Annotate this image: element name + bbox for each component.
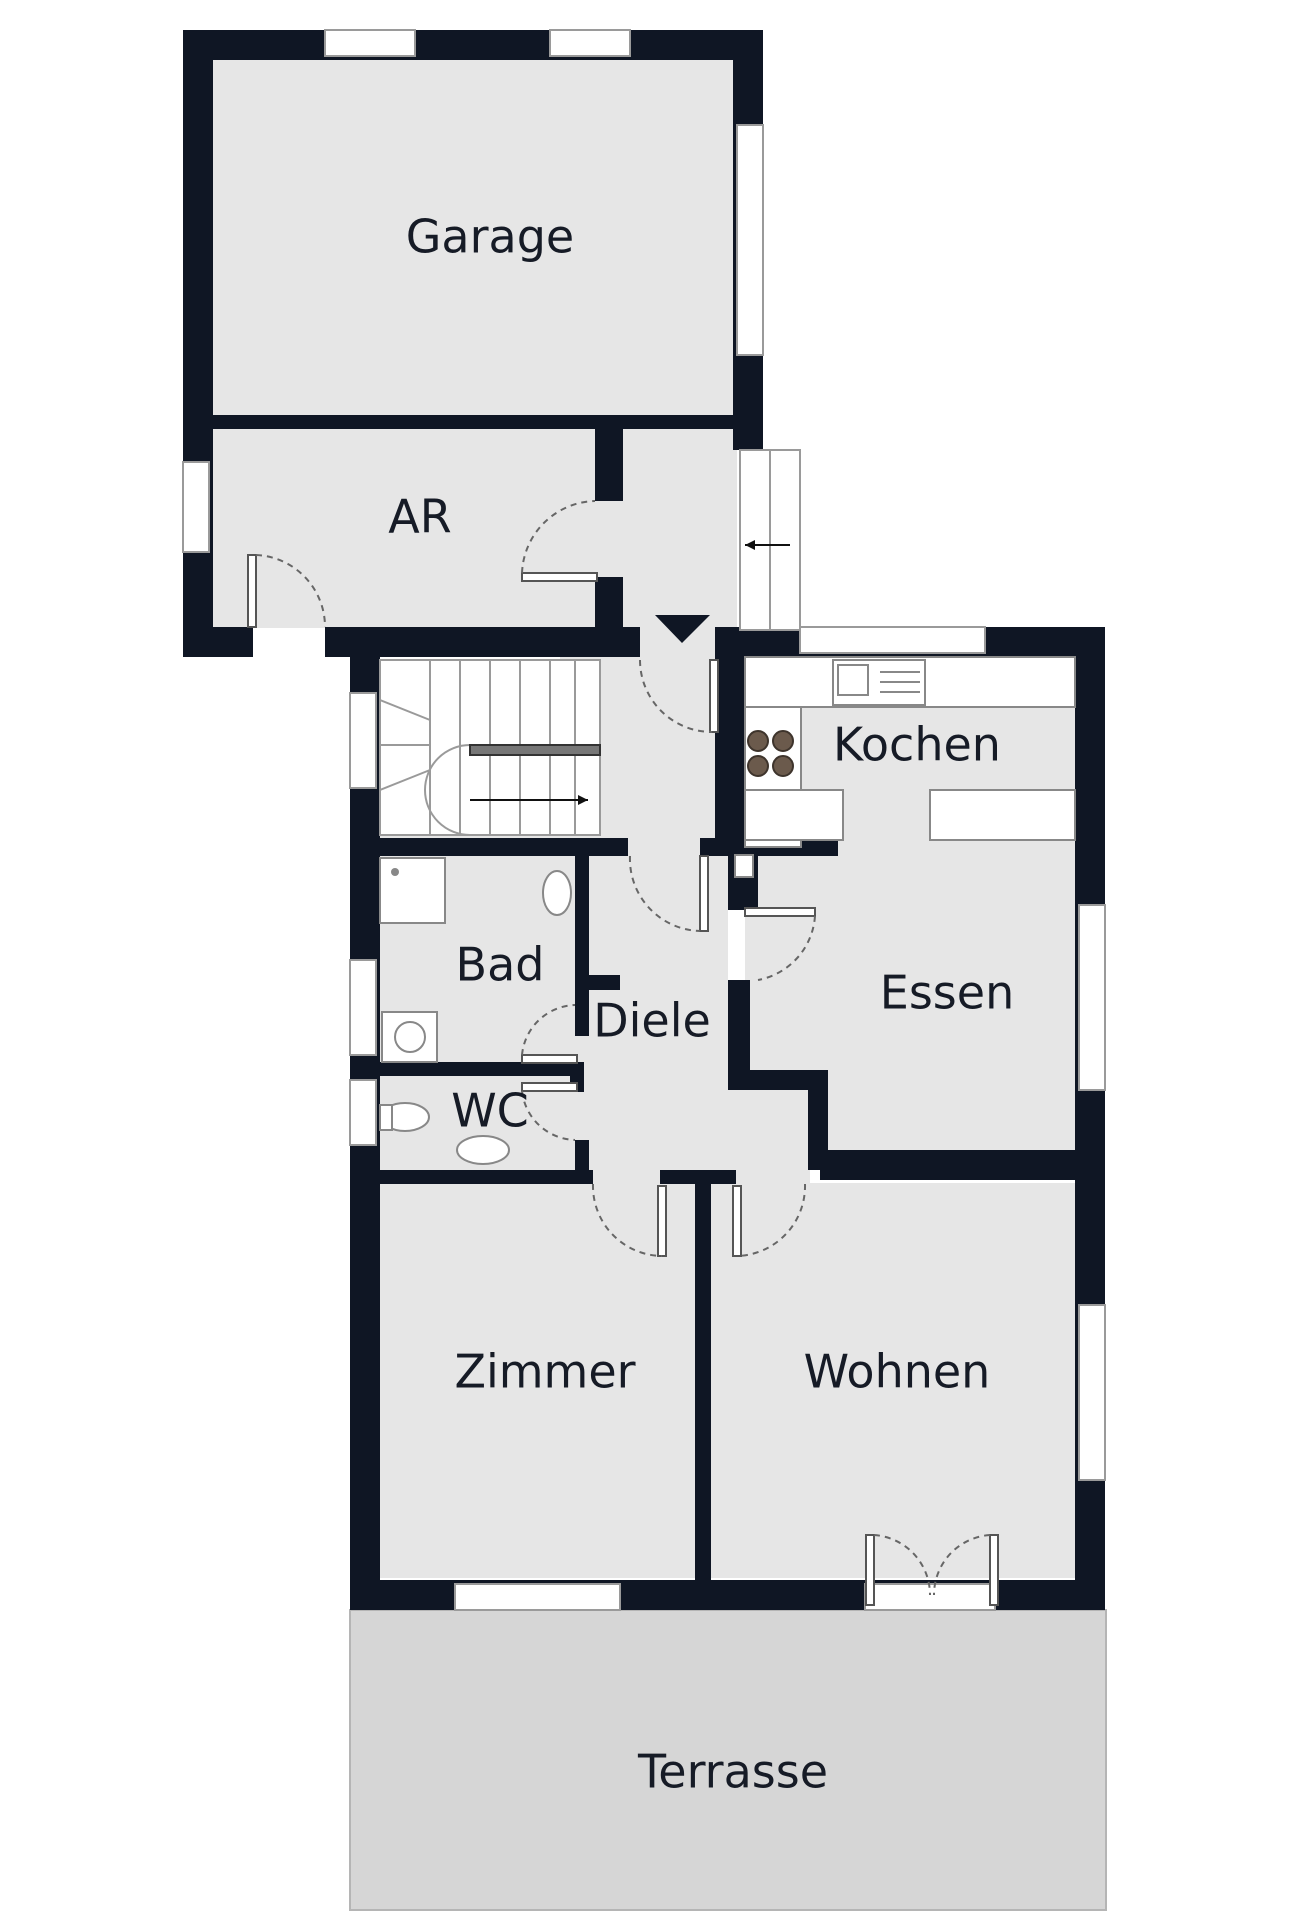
door-leaf: [744, 907, 816, 917]
door-leaf: [732, 1185, 742, 1257]
stove-icon: [747, 730, 794, 777]
door-leaf: [521, 1054, 578, 1064]
door-leaf: [699, 855, 709, 932]
window: [454, 1583, 621, 1611]
staircase: [379, 659, 601, 836]
window: [864, 1583, 996, 1611]
window: [549, 29, 631, 57]
window: [349, 1079, 377, 1146]
sink-icon: [456, 1135, 510, 1165]
room-label-essen: Essen: [880, 966, 1014, 1020]
window: [1078, 904, 1106, 1091]
bath-fixtures: [379, 857, 572, 1165]
washing-machine-icon: [381, 1011, 438, 1063]
door-leaf: [865, 1534, 875, 1606]
windows: [182, 29, 1106, 1611]
window: [349, 959, 377, 1056]
room-label-zimmer: Zimmer: [454, 1345, 635, 1399]
room-label-garage: Garage: [406, 210, 574, 264]
room-label-wohnen: Wohnen: [804, 1345, 991, 1399]
floors: [212, 60, 1076, 1578]
room-label-bad: Bad: [456, 938, 545, 992]
door-leaf: [247, 554, 257, 628]
door-leaf: [989, 1534, 999, 1606]
room-label-wc: WC: [451, 1084, 529, 1138]
room-label-ar: AR: [388, 490, 451, 544]
room-label-diele: Diele: [593, 994, 711, 1048]
window: [736, 124, 764, 356]
door-leaf: [709, 659, 719, 733]
window: [349, 692, 377, 789]
window: [182, 461, 210, 553]
doors: [247, 500, 999, 1606]
sink-icon: [542, 870, 572, 916]
kitchen-fixtures: [734, 656, 1076, 878]
window: [1078, 1304, 1106, 1481]
kitchen-island: [929, 789, 1076, 841]
shower-icon: [379, 857, 446, 924]
room-label-terrasse: Terrasse: [637, 1745, 828, 1799]
window: [324, 29, 416, 57]
entrance-marker: [655, 615, 710, 643]
terrace-area: [349, 1609, 1107, 1911]
door-leaf: [521, 1082, 578, 1092]
arrow-left-icon: [745, 540, 790, 550]
arrow-right-icon: [578, 795, 588, 805]
door-leaf: [521, 572, 598, 582]
window: [799, 626, 986, 654]
door-leaf: [657, 1185, 667, 1257]
room-label-kochen: Kochen: [833, 718, 1001, 772]
